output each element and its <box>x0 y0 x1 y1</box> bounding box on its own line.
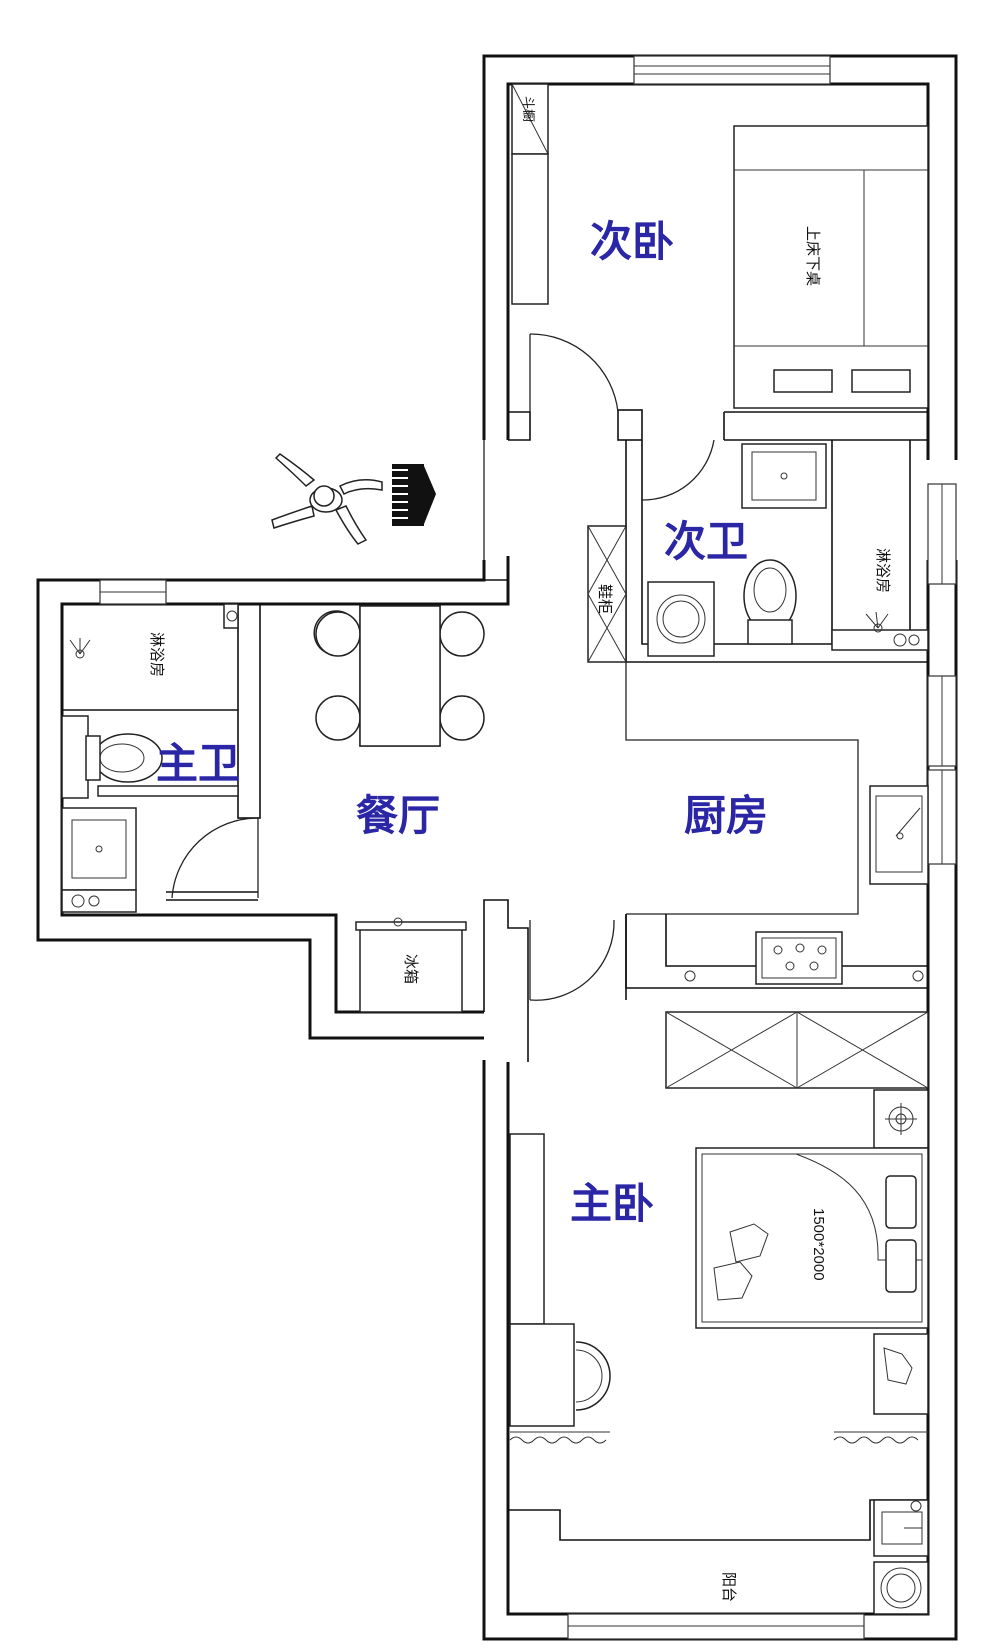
room-label-master-bedroom: 主卧 <box>570 1180 654 1227</box>
room-labels: 次卧 次卫 主卫 餐厅 厨房 主卧 <box>156 218 768 1227</box>
shower-icon <box>69 611 889 659</box>
room-label-dining: 餐厅 <box>356 792 440 839</box>
room-label-second-bedroom: 次卧 <box>590 218 674 265</box>
shower-second-label: 淋浴房 <box>874 548 891 593</box>
fixture-labels: 斗橱 上床下桌 淋浴房 淋浴房 鞋柜 冰箱 1500*2000 阳台 <box>148 96 891 1602</box>
master-bedroom-furniture <box>509 1011 929 1444</box>
fridge-label: 冰箱 <box>402 954 419 984</box>
bed-size-label: 1500*2000 <box>810 1208 827 1281</box>
entrance <box>271 453 436 545</box>
dining-furniture <box>313 605 485 1013</box>
second-bath-fixtures <box>587 443 929 663</box>
second-bedroom-furniture <box>511 83 929 409</box>
balcony-label: 阳台 <box>720 1572 737 1602</box>
closet-label: 斗橱 <box>521 96 536 122</box>
loft-bed-label: 上床下桌 <box>804 226 821 286</box>
doors <box>171 333 715 1001</box>
kitchen-furniture <box>684 785 929 985</box>
master-bath-fixtures <box>61 603 239 913</box>
shoe-cabinet-label: 鞋柜 <box>596 584 613 614</box>
arrow-right-icon <box>392 464 436 526</box>
room-label-kitchen: 厨房 <box>684 792 768 839</box>
shower-master-label: 淋浴房 <box>148 632 165 677</box>
windows <box>99 55 957 1640</box>
person-walking-icon <box>271 453 383 545</box>
room-label-master-bathroom: 主卫 <box>156 740 240 787</box>
room-label-second-bathroom: 次卫 <box>664 518 748 565</box>
balcony-fixtures <box>873 1499 929 1615</box>
